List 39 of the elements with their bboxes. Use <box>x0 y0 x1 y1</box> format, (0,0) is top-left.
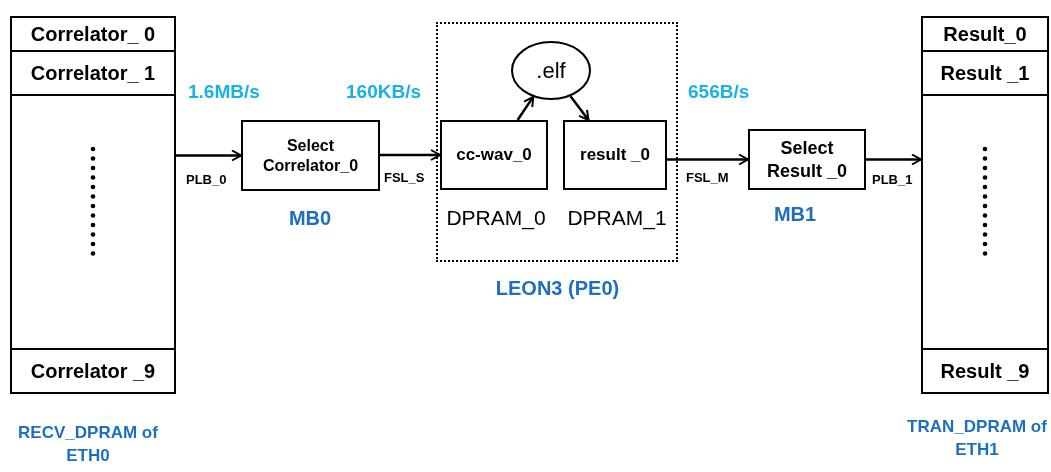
process-box <box>241 120 380 191</box>
node-label: DPRAM_0 <box>446 205 546 232</box>
node-label: TRAN_DPRAM of ETH1 <box>906 415 1048 461</box>
node-label: DPRAM_1 <box>567 205 667 232</box>
data-rate-label: 656B/s <box>688 80 750 104</box>
arrow <box>569 95 590 121</box>
memory-block <box>10 16 176 394</box>
port-label: PLB_0 <box>186 171 227 189</box>
arrow <box>176 149 242 162</box>
node-label: Select Result _0 <box>765 137 848 182</box>
dotted-group-box <box>436 22 678 262</box>
arrow <box>516 95 535 121</box>
process-box <box>563 120 667 190</box>
node-label: Result_0 <box>943 22 1027 47</box>
node-label: RECV_DPRAM of ETH0 <box>18 421 158 467</box>
node-label: MB1 <box>773 202 817 227</box>
arrow <box>667 153 749 166</box>
arrow <box>866 153 922 166</box>
node-label: Correlator_ 0 <box>30 22 156 47</box>
port-label: PLB_1 <box>872 171 913 189</box>
file-ellipse <box>511 41 591 100</box>
data-rate-label: 160KB/s <box>346 80 421 104</box>
data-rate-label: 1.6MB/s <box>188 80 260 104</box>
node-label: Correlator_ 1 <box>30 61 156 86</box>
process-box <box>440 120 548 190</box>
memory-block <box>921 16 1049 394</box>
node-label: LEON3 (PE0) <box>495 276 620 301</box>
node-label: .elf <box>536 57 566 85</box>
node-label: Result _9 <box>940 359 1030 384</box>
node-label: MB0 <box>288 206 332 231</box>
process-box <box>748 129 866 190</box>
node-label: cc-wav_0 <box>456 144 532 167</box>
node-label: Select Correlator_0 <box>261 135 360 176</box>
node-label: result _0 <box>580 144 650 167</box>
node-label: Result _1 <box>940 61 1030 86</box>
node-label: Correlator _9 <box>30 359 156 384</box>
port-label: FSL_M <box>686 169 729 187</box>
arrow <box>380 149 441 161</box>
port-label: FSL_S <box>384 169 425 187</box>
